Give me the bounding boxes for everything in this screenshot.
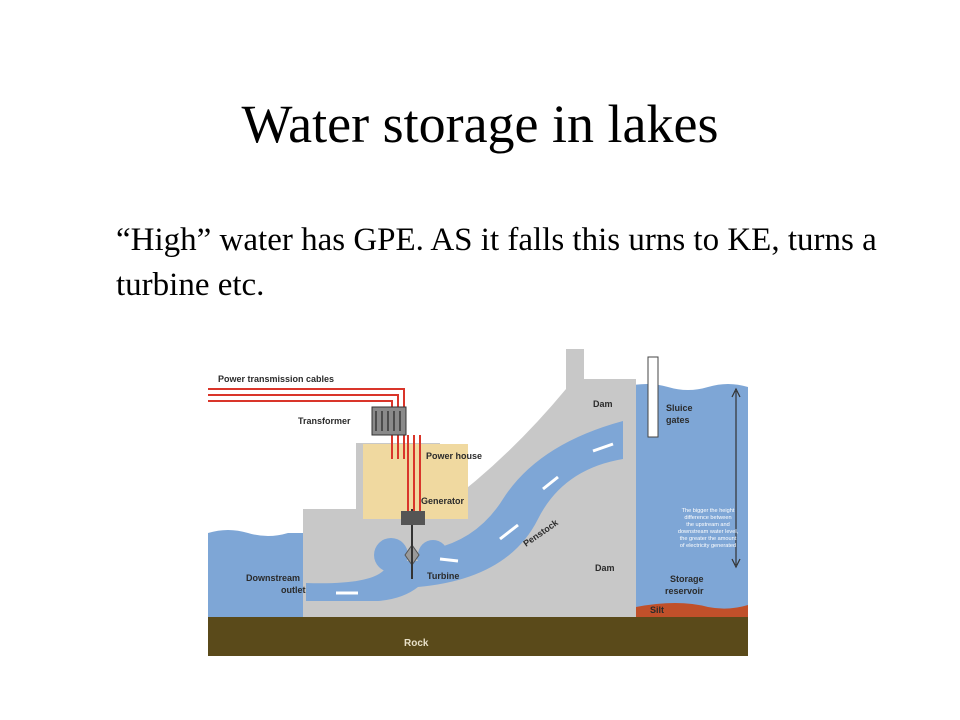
height-arrow-top <box>731 387 741 398</box>
label-storage-1: Storage <box>670 574 704 584</box>
power-transmission-cables <box>208 388 405 459</box>
label-dam-top: Dam <box>593 399 613 409</box>
downstream-water <box>208 530 306 617</box>
height-arrow-bottom <box>731 558 741 569</box>
slide-body-text: “High” water has GPE. AS it falls this u… <box>116 222 877 303</box>
label-generator: Generator <box>421 496 465 506</box>
label-turbine: Turbine <box>427 571 459 581</box>
label-storage-2: reservoir <box>665 586 704 596</box>
label-sluice-gates-2: gates <box>666 415 690 425</box>
flow-arrow-4 <box>439 557 459 563</box>
label-sluice-gates-1: Sluice <box>666 403 693 413</box>
label-downstream-1: Downstream <box>246 573 300 583</box>
label-rock: Rock <box>404 638 429 649</box>
note-line-4: downstream water level, <box>678 529 739 535</box>
note-line-2: difference between <box>684 515 731 521</box>
generator-unit <box>401 511 425 525</box>
flow-arrow-2 <box>542 475 559 491</box>
cables-to-generator <box>407 435 421 511</box>
label-power-house: Power house <box>426 451 482 461</box>
slide-title: Water storage in lakes <box>241 94 719 154</box>
note-line-1: The bigger the height <box>682 508 735 514</box>
reservoir-water <box>623 384 748 617</box>
sluice-gate <box>647 356 659 438</box>
penstock-pipe <box>417 421 623 587</box>
rock-layer <box>208 617 748 656</box>
transformer-unit <box>371 406 407 436</box>
label-transformer: Transformer <box>298 416 351 426</box>
label-dam-bottom: Dam <box>595 563 615 573</box>
label-downstream-2: outlet <box>281 585 306 595</box>
note-line-6: of electricity generated <box>680 543 736 549</box>
note-line-3: the upstream and <box>686 522 730 528</box>
flow-arrow-3 <box>499 523 519 541</box>
note-line-5: the greater the amount <box>680 536 737 542</box>
transformer-fins <box>375 411 401 431</box>
flow-arrow-1 <box>592 442 614 453</box>
turbine-chamber-left <box>374 538 408 572</box>
turbine-chamber-right <box>418 540 448 570</box>
power-house <box>363 444 468 519</box>
hydro-dam-diagram: Power transmission cables Transformer Po… <box>208 349 748 656</box>
silt-layer <box>636 603 748 617</box>
label-power-cables: Power transmission cables <box>218 374 334 384</box>
label-silt: Silt <box>650 605 664 615</box>
